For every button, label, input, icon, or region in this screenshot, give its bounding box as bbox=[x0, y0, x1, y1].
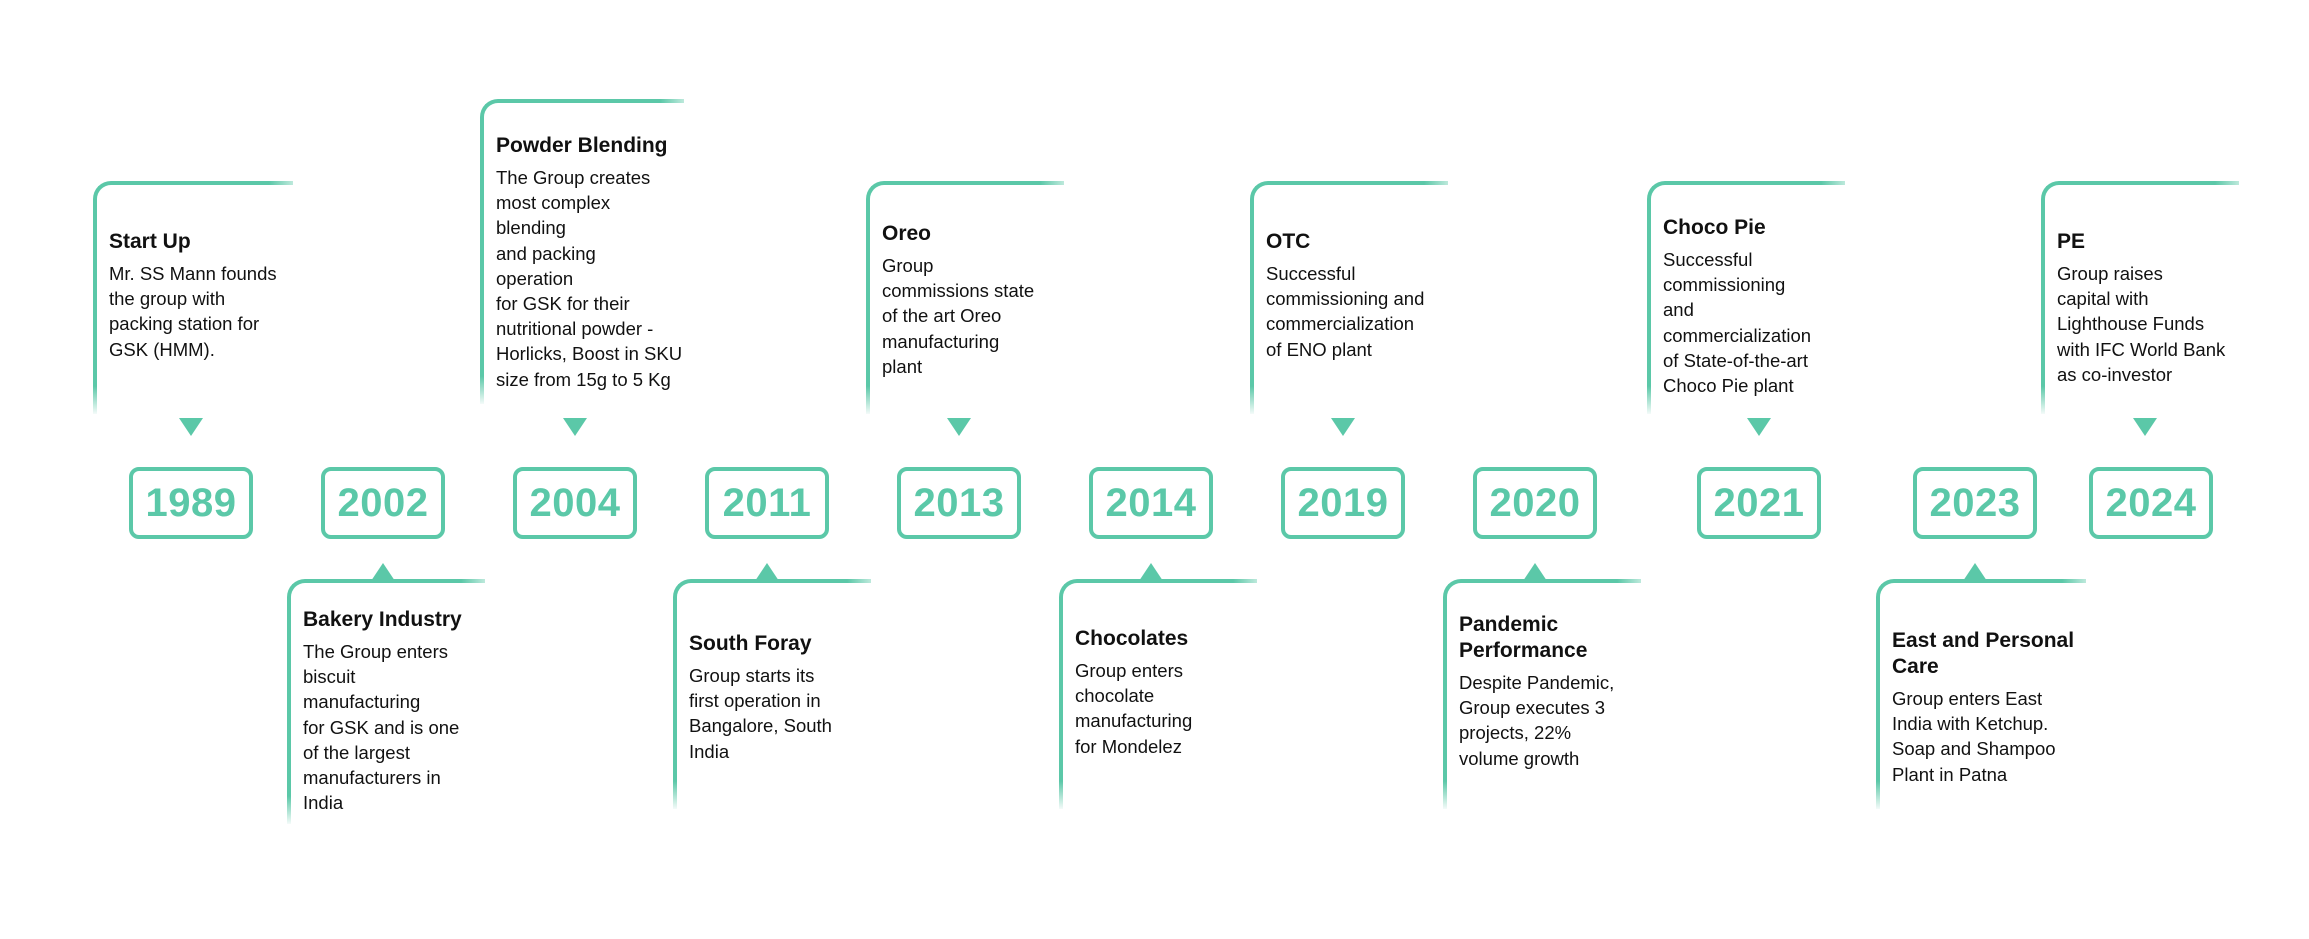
event-card-powder: Powder Blending The Group creates most c… bbox=[480, 99, 700, 406]
event-card-east: East and Personal Care Group enters East… bbox=[1876, 579, 2102, 811]
event-text: Group enters chocolate manufacturing for… bbox=[1075, 660, 1193, 757]
event-title: Bakery Industry bbox=[303, 608, 462, 631]
arrow-up-icon bbox=[1523, 563, 1547, 581]
event-card-pe: PE Group raises capital with Lighthouse … bbox=[2041, 181, 2255, 416]
event-card-chocolates: Chocolates Group enters chocolate manufa… bbox=[1059, 579, 1273, 811]
event-text: The Group creates most complex blending … bbox=[496, 167, 683, 390]
event-title: Pandemic Performance bbox=[1459, 613, 1588, 662]
event-text: The Group enters biscuit manufacturing f… bbox=[303, 641, 460, 814]
year-2024: 2024 bbox=[2089, 467, 2213, 539]
year-2011: 2011 bbox=[705, 467, 829, 539]
event-text: Group enters East India with Ketchup. So… bbox=[1892, 688, 2056, 785]
year-2020: 2020 bbox=[1473, 467, 1597, 539]
event-title: Oreo bbox=[882, 222, 932, 245]
arrow-down-icon bbox=[563, 418, 587, 436]
event-title: PE bbox=[2057, 230, 2086, 253]
arrow-up-icon bbox=[371, 563, 395, 581]
year-2002: 2002 bbox=[321, 467, 445, 539]
event-card-startup: Start Up Mr. SS Mann founds the group wi… bbox=[93, 181, 309, 416]
year-1989: 1989 bbox=[129, 467, 253, 539]
arrow-up-icon bbox=[755, 563, 779, 581]
arrow-down-icon bbox=[2133, 418, 2157, 436]
event-title: Chocolates bbox=[1075, 627, 1189, 650]
arrow-down-icon bbox=[179, 418, 203, 436]
event-card-oreo: Oreo Group commissions state of the art … bbox=[866, 181, 1080, 416]
event-title: OTC bbox=[1266, 230, 1311, 253]
year-2019: 2019 bbox=[1281, 467, 1405, 539]
event-title: East and Personal Care bbox=[1892, 629, 2075, 678]
event-title: Powder Blending bbox=[496, 134, 668, 157]
arrow-up-icon bbox=[1963, 563, 1987, 581]
year-2004: 2004 bbox=[513, 467, 637, 539]
arrow-down-icon bbox=[947, 418, 971, 436]
event-text: Successful commissioning and commerciali… bbox=[1266, 263, 1425, 360]
event-card-otc: OTC Successful commissioning and commerc… bbox=[1250, 181, 1464, 416]
year-2013: 2013 bbox=[897, 467, 1021, 539]
event-card-bakery: Bakery Industry The Group enters biscuit… bbox=[287, 579, 501, 826]
event-card-chocopie: Choco Pie Successful commissioning and c… bbox=[1647, 181, 1861, 416]
event-text: Group raises capital with Lighthouse Fun… bbox=[2057, 263, 2226, 385]
event-card-pandemic: Pandemic Performance Despite Pandemic, G… bbox=[1443, 579, 1657, 811]
event-title: Start Up bbox=[109, 230, 191, 253]
event-text: Successful commissioning and commerciali… bbox=[1663, 249, 1812, 397]
event-card-south: South Foray Group starts its first opera… bbox=[673, 579, 887, 811]
arrow-up-icon bbox=[1139, 563, 1163, 581]
year-2023: 2023 bbox=[1913, 467, 2037, 539]
event-text: Group starts its first operation in Bang… bbox=[689, 665, 832, 762]
event-title: Choco Pie bbox=[1663, 216, 1766, 239]
year-2014: 2014 bbox=[1089, 467, 1213, 539]
year-2021: 2021 bbox=[1697, 467, 1821, 539]
event-title: South Foray bbox=[689, 632, 812, 655]
arrow-down-icon bbox=[1331, 418, 1355, 436]
event-text: Mr. SS Mann founds the group with packin… bbox=[109, 263, 277, 360]
event-text: Despite Pandemic, Group executes 3 proje… bbox=[1459, 672, 1615, 769]
arrow-down-icon bbox=[1747, 418, 1771, 436]
event-text: Group commissions state of the art Oreo … bbox=[882, 255, 1035, 377]
